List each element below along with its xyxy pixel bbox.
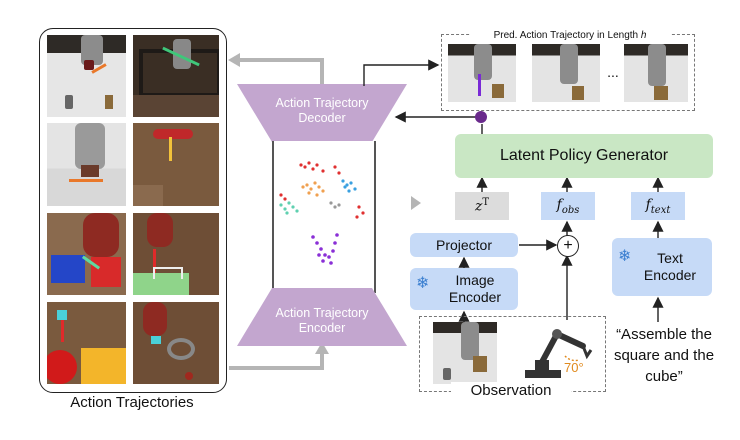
- trajectory-image-2: [133, 35, 219, 117]
- prediction-frame-2: [532, 44, 600, 102]
- trajectory-image-7: [47, 302, 126, 384]
- latent-space-box: [272, 141, 376, 293]
- observation-image: [433, 322, 497, 384]
- decoder-trapezoid: [237, 84, 407, 142]
- snowflake-icon: ❄: [618, 248, 632, 265]
- image-encoder-label: Image Encoder: [448, 272, 502, 305]
- robot-arm-icon: [525, 329, 593, 378]
- image-encoder-box: ❄ Image Encoder: [410, 268, 518, 310]
- decoder-label: Action Trajectory Decoder: [275, 96, 369, 125]
- trajectory-image-1: [47, 35, 126, 117]
- f-obs-label: fobs: [556, 196, 580, 216]
- latent-policy-generator: Latent Policy Generator: [455, 134, 713, 178]
- f-text-label: ftext: [645, 196, 671, 216]
- f-obs-box: fobs: [541, 192, 595, 220]
- trajectory-image-6: [133, 213, 219, 295]
- angle-label: 70°: [564, 360, 584, 375]
- instruction-text: “Assemble the square and the cube”: [613, 326, 715, 385]
- action-trajectories-panel: [39, 28, 227, 393]
- z-token-label: zT: [474, 197, 490, 215]
- projector-box: Projector: [410, 233, 518, 257]
- encoder-label: Action Trajectory Encoder: [275, 306, 369, 335]
- prediction-frame-1: [448, 44, 516, 102]
- trajectory-image-5: [47, 213, 126, 295]
- text-encoder-label: Text Encoder: [643, 250, 697, 283]
- projector-label: Projector: [435, 237, 493, 253]
- z-token-box: zT: [455, 192, 509, 220]
- sum-node: +: [557, 235, 579, 257]
- trajectory-image-8: [133, 302, 219, 384]
- latent-policy-generator-label: Latent Policy Generator: [499, 147, 669, 164]
- trajectory-image-4: [133, 123, 219, 206]
- sum-symbol: +: [563, 237, 573, 254]
- prediction-ellipsis: ...: [607, 64, 619, 80]
- observation-label: Observation: [451, 382, 571, 399]
- snowflake-icon: ❄: [416, 275, 430, 292]
- prediction-title: Pred. Action Trajectory in Length h: [470, 30, 670, 41]
- latent-scatter-plot: [279, 161, 365, 265]
- trajectory-image-3: [47, 123, 126, 206]
- latent-output-dot: [475, 111, 487, 123]
- encoder-trapezoid: [237, 288, 407, 346]
- action-trajectories-caption: Action Trajectories: [39, 394, 225, 411]
- prediction-frame-3: [624, 44, 688, 102]
- f-text-box: ftext: [631, 192, 685, 220]
- text-encoder-box: ❄ Text Encoder: [612, 238, 712, 296]
